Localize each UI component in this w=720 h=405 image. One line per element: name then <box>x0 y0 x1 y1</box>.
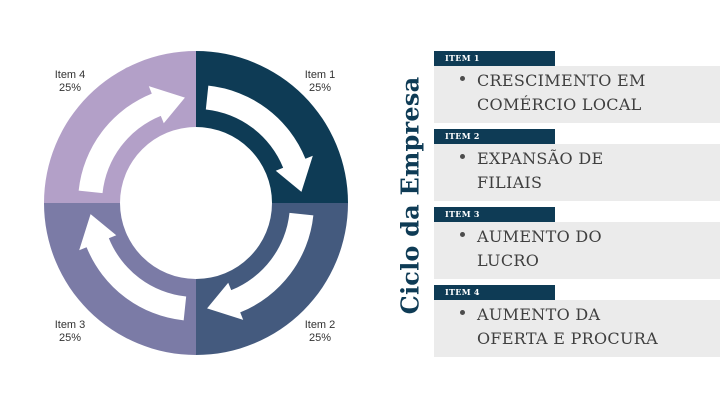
item-text-4-line-1: AUMENTO DA <box>477 305 601 324</box>
side-title-container: Ciclo da Empresa <box>390 60 430 330</box>
item-tag-1: ITEM 1 <box>434 51 555 66</box>
item-body-2: EXPANSÃO DE FILIAIS <box>434 144 720 201</box>
segment-value-3: 25% <box>59 332 81 344</box>
bullet-icon <box>460 232 465 237</box>
item-text-3-line-2: LUCRO <box>477 251 540 270</box>
segment-label-4: Item 4 <box>55 69 86 81</box>
segment-label-3: Item 3 <box>55 319 86 331</box>
bullet-icon <box>460 310 465 315</box>
segment-label-2: Item 2 <box>305 319 336 331</box>
item-card-4: ITEM 4 AUMENTO DA OFERTA E PROCURA <box>434 285 720 359</box>
item-text-4-line-2: OFERTA E PROCURA <box>477 329 658 348</box>
bullet-icon <box>460 76 465 81</box>
item-tag-3: ITEM 3 <box>434 207 555 222</box>
segment-value-2: 25% <box>309 332 331 344</box>
segment-value-1: 25% <box>309 82 331 94</box>
item-body-3: AUMENTO DO LUCRO <box>434 222 720 279</box>
item-text-3-line-1: AUMENTO DO <box>477 227 602 246</box>
page-title: Ciclo da Empresa <box>395 76 425 314</box>
cycle-arrow-icon-1 <box>205 85 313 192</box>
cycle-arrow-icon-3 <box>79 214 187 321</box>
bullet-icon <box>460 154 465 159</box>
item-text-1-line-1: CRESCIMENTO EM <box>477 71 646 90</box>
item-cards: ITEM 1 CRESCIMENTO EM COMÉRCIO LOCAL ITE… <box>434 51 720 363</box>
donut-svg: Item 125%Item 225%Item 325%Item 425% <box>44 51 348 355</box>
item-text-2-line-2: FILIAIS <box>477 173 543 192</box>
cycle-arrow-icon-2 <box>207 212 314 320</box>
item-tag-2: ITEM 2 <box>434 129 555 144</box>
cycle-arrow-icon-4 <box>78 86 185 194</box>
item-body-4: AUMENTO DA OFERTA E PROCURA <box>434 300 720 357</box>
segment-value-4: 25% <box>59 82 81 94</box>
item-card-2: ITEM 2 EXPANSÃO DE FILIAIS <box>434 129 720 203</box>
item-text-2-line-1: EXPANSÃO DE <box>477 149 604 168</box>
segment-label-1: Item 1 <box>305 69 336 81</box>
item-text-1-line-2: COMÉRCIO LOCAL <box>477 95 642 114</box>
item-card-3: ITEM 3 AUMENTO DO LUCRO <box>434 207 720 281</box>
item-card-1: ITEM 1 CRESCIMENTO EM COMÉRCIO LOCAL <box>434 51 720 125</box>
item-tag-4: ITEM 4 <box>434 285 555 300</box>
item-body-1: CRESCIMENTO EM COMÉRCIO LOCAL <box>434 66 720 123</box>
